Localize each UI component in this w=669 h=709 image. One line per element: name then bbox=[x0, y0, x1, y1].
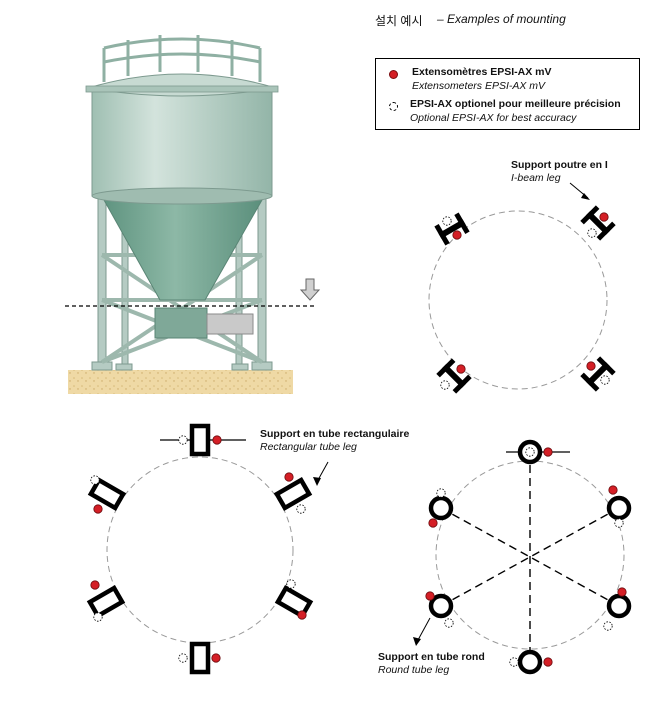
round-pointer bbox=[417, 617, 431, 641]
round-sensor-optional bbox=[444, 618, 454, 628]
silo-outlet bbox=[154, 307, 254, 339]
silo-illustration bbox=[65, 35, 321, 394]
red-sensor-icon bbox=[389, 70, 398, 79]
round-sensor-optional bbox=[509, 657, 519, 667]
round-sensor bbox=[428, 518, 438, 528]
round-label-en: Round tube leg bbox=[378, 664, 450, 676]
legend-item-2-en: Optional EPSI-AX for best accuracy bbox=[410, 112, 577, 124]
ibeam-web bbox=[438, 219, 466, 239]
ibeam-flange bbox=[452, 374, 472, 394]
rect-sensor-optional bbox=[286, 579, 296, 589]
round-sensor-optional bbox=[436, 488, 446, 498]
ibeam-sensor-optional bbox=[600, 375, 610, 385]
round-tube-leg-2 bbox=[428, 495, 454, 521]
ibeam-flange bbox=[580, 205, 600, 225]
ibeam-sensor-optional bbox=[442, 216, 452, 226]
ibeam-label-fr: Support poutre en I bbox=[511, 159, 608, 171]
round-sensor-optional bbox=[525, 447, 535, 457]
ibeam-flange bbox=[596, 356, 616, 376]
round-sensor bbox=[425, 591, 435, 601]
rect-label-fr: Support en tube rectangulaire bbox=[260, 428, 410, 440]
ibeam-sensor bbox=[586, 361, 596, 371]
rect-tube-leg-4 bbox=[86, 584, 126, 620]
ibeam-circle bbox=[428, 210, 608, 390]
rect-sensor bbox=[211, 653, 221, 663]
round-sensor bbox=[608, 485, 618, 495]
legend-item-1-en: Extensometers EPSI-AX mV bbox=[412, 80, 546, 92]
ground bbox=[68, 370, 293, 394]
rect-tube-leg-3 bbox=[273, 476, 313, 512]
ibeam-sensor bbox=[456, 364, 466, 374]
silo-railing bbox=[102, 35, 262, 82]
round-sensor bbox=[543, 447, 553, 457]
ibeam-flange bbox=[454, 212, 470, 235]
rect-tube bbox=[274, 584, 314, 620]
ibeam-sensor bbox=[452, 230, 462, 240]
rect-sensor-optional bbox=[296, 504, 306, 514]
ibeam-flange bbox=[434, 223, 450, 246]
rect-sensor bbox=[284, 472, 294, 482]
ibeam-leg-3 bbox=[436, 358, 472, 394]
rect-circle bbox=[106, 456, 294, 644]
ibeam-sensor bbox=[599, 212, 609, 222]
rect-tube-leg-5 bbox=[274, 584, 314, 620]
round-sensor bbox=[617, 587, 627, 597]
round-circle bbox=[435, 460, 625, 650]
rect-sensor-optional bbox=[178, 435, 188, 445]
rect-sensor bbox=[90, 580, 100, 590]
round-sensor-optional bbox=[614, 518, 624, 528]
ibeam-sensor-optional bbox=[440, 380, 450, 390]
ibeam-leg-2 bbox=[580, 205, 616, 241]
ibeam-flange bbox=[436, 358, 456, 378]
round-label-fr: Support en tube rond bbox=[378, 651, 485, 663]
silo-legs bbox=[91, 194, 273, 371]
rect-sensor bbox=[297, 610, 307, 620]
page-title-english: – Examples of mounting bbox=[437, 12, 566, 26]
ibeam-web bbox=[585, 210, 611, 236]
optional-sensor-icon bbox=[389, 102, 398, 111]
section-arrow-icon bbox=[299, 278, 321, 301]
ibeam-web bbox=[441, 363, 467, 389]
ibeam-sensor-optional bbox=[587, 228, 597, 238]
rect-label-en: Rectangular tube leg bbox=[260, 441, 357, 453]
legend-item-1-fr: Extensomètres EPSI-AX mV bbox=[412, 66, 552, 78]
ibeam-leg-1 bbox=[434, 212, 470, 246]
rect-tube bbox=[87, 476, 127, 512]
rect-tube-leg-1 bbox=[189, 423, 211, 457]
round-sensor bbox=[543, 657, 553, 667]
rect-sensor-optional bbox=[178, 653, 188, 663]
ibeam-leg-4 bbox=[580, 356, 616, 392]
round-tube-leg-3 bbox=[606, 495, 632, 521]
rect-sensor-optional bbox=[90, 475, 100, 485]
rect-tube bbox=[86, 584, 126, 620]
rect-tube bbox=[189, 423, 211, 457]
page-title-korean: 설치 예시 bbox=[375, 14, 423, 28]
rect-tube-leg-6 bbox=[189, 641, 211, 675]
round-sensor-optional bbox=[603, 621, 613, 631]
rect-sensor bbox=[93, 504, 103, 514]
rect-sensor-optional bbox=[93, 612, 103, 622]
rect-tube bbox=[273, 476, 313, 512]
legend-box bbox=[375, 58, 640, 130]
round-tube-diagram bbox=[413, 451, 625, 662]
round-tube-leg-4 bbox=[428, 593, 454, 619]
rect-pointer bbox=[317, 461, 329, 481]
rect-tube-leg-2 bbox=[87, 476, 127, 512]
ibeam-web bbox=[585, 361, 611, 387]
round-tube-leg-6 bbox=[517, 649, 543, 675]
legend-item-2-fr: EPSI-AX optionel pour meilleure précisio… bbox=[410, 98, 621, 110]
ibeam-diagram bbox=[428, 182, 608, 390]
rect-sensor bbox=[212, 435, 222, 445]
ibeam-flange bbox=[580, 372, 600, 392]
round-tube-leg-5 bbox=[606, 593, 632, 619]
ibeam-flange bbox=[596, 221, 616, 241]
silo-body bbox=[91, 87, 273, 197]
ibeam-label-en: I-beam leg bbox=[511, 172, 561, 184]
rect-tube bbox=[189, 641, 211, 675]
